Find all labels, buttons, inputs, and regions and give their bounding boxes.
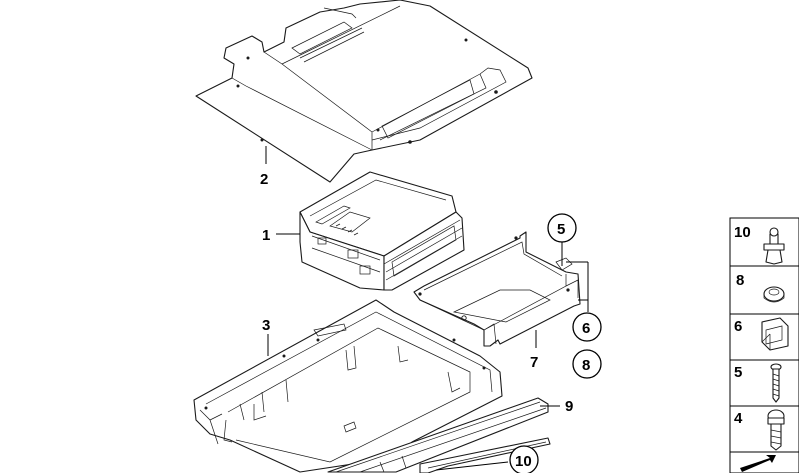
callout-5-circle [547, 213, 577, 243]
callout-10-circle [509, 445, 539, 473]
callouts: 2 1 3 7 9 5 6 8 10 [260, 171, 602, 473]
callout-1: 1 [262, 227, 270, 244]
callout-8: 8 [582, 357, 590, 374]
callout-7: 7 [530, 354, 538, 371]
legend-item-5[interactable]: 5 [729, 359, 799, 407]
arrow-icon [740, 455, 776, 472]
callout-6: 6 [582, 320, 590, 337]
callout-5: 5 [557, 221, 565, 238]
legend-item-10[interactable]: 10 [729, 217, 799, 267]
callout-8-circle [572, 349, 602, 379]
part-trim-strip[interactable] [327, 397, 549, 473]
legend-label-10: 10 [734, 224, 751, 241]
legend-panel: 10 8 6 [729, 217, 799, 473]
leader-lines [265, 146, 589, 471]
push-rivet-icon [763, 227, 785, 265]
callout-9: 9 [565, 398, 573, 415]
legend-label-4: 4 [734, 410, 743, 427]
part-bracket[interactable] [413, 231, 581, 347]
legend-label-8: 8 [736, 272, 744, 289]
legend-label-6: 6 [734, 318, 742, 335]
callout-10: 10 [515, 453, 532, 470]
bolt-icon [767, 409, 785, 451]
clip-nut-icon [761, 317, 789, 351]
part-cover-plate[interactable] [195, 0, 533, 183]
screw-icon [770, 363, 782, 403]
legend-item-4[interactable]: 4 [729, 405, 799, 453]
grommet-icon [763, 286, 785, 303]
callout-6-circle [572, 312, 602, 342]
legend-item-8[interactable]: 8 [729, 265, 799, 315]
legend-item-6[interactable]: 6 [729, 313, 799, 361]
part-drive-unit[interactable] [299, 171, 465, 291]
callout-3: 3 [262, 317, 270, 334]
callout-2: 2 [260, 171, 268, 188]
legend-nav[interactable] [729, 451, 799, 473]
legend-label-5: 5 [734, 364, 742, 381]
